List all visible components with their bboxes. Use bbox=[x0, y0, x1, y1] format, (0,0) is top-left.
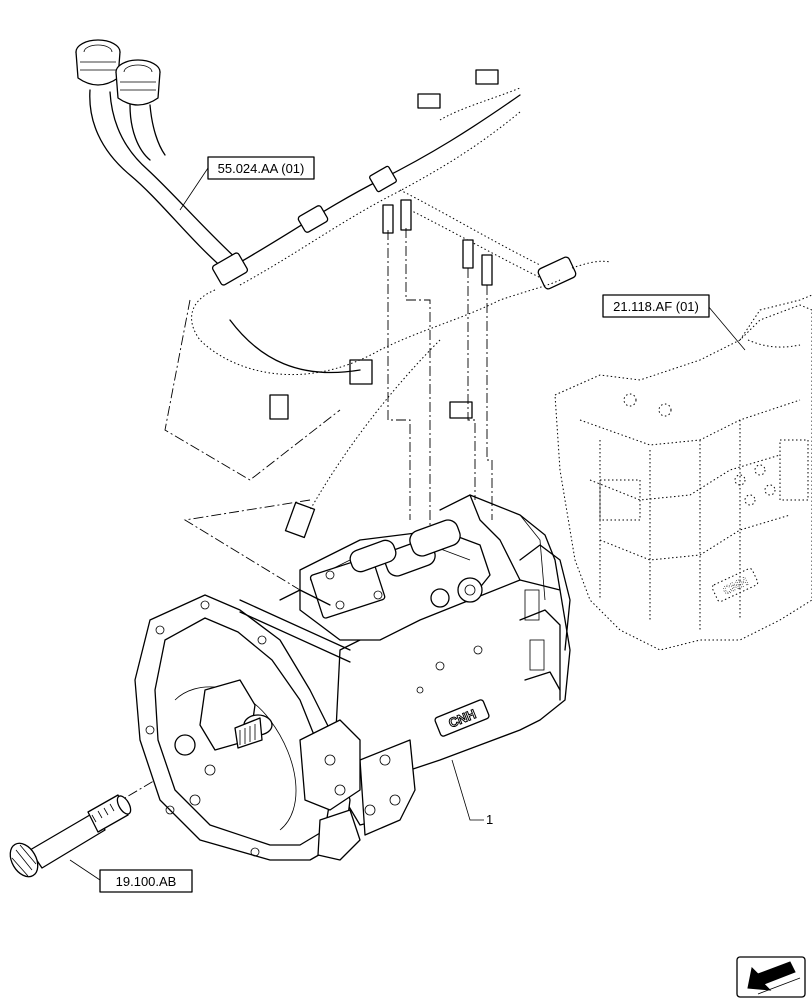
wiring-harness bbox=[75, 39, 611, 539]
input-shaft bbox=[9, 794, 132, 878]
shaft-ref-label: 19.100.AB bbox=[116, 874, 177, 889]
callout-rear-housing-ref[interactable]: 21.118.AF (01) bbox=[602, 294, 746, 351]
harness-connector-plugs bbox=[75, 39, 161, 106]
rear-housing-ref-label: 21.118.AF (01) bbox=[613, 299, 699, 314]
harness-sensor-plugs bbox=[269, 199, 493, 539]
svg-text:CNH: CNH bbox=[721, 574, 750, 598]
callout-shaft-ref[interactable]: 19.100.AB bbox=[69, 859, 193, 893]
transmission-part-number: 1 bbox=[486, 812, 493, 827]
arrow-direction-icon bbox=[736, 956, 806, 998]
rear-axle-housing: CNH bbox=[554, 294, 812, 651]
rear-housing-logo: CNH bbox=[711, 568, 759, 602]
harness-ref-label: 55.024.AA (01) bbox=[218, 161, 305, 176]
transmission-assembly: CNH bbox=[134, 494, 571, 861]
part-label-transmission[interactable]: 1 bbox=[451, 759, 493, 827]
callout-harness-ref[interactable]: 55.024.AA (01) bbox=[179, 156, 315, 211]
